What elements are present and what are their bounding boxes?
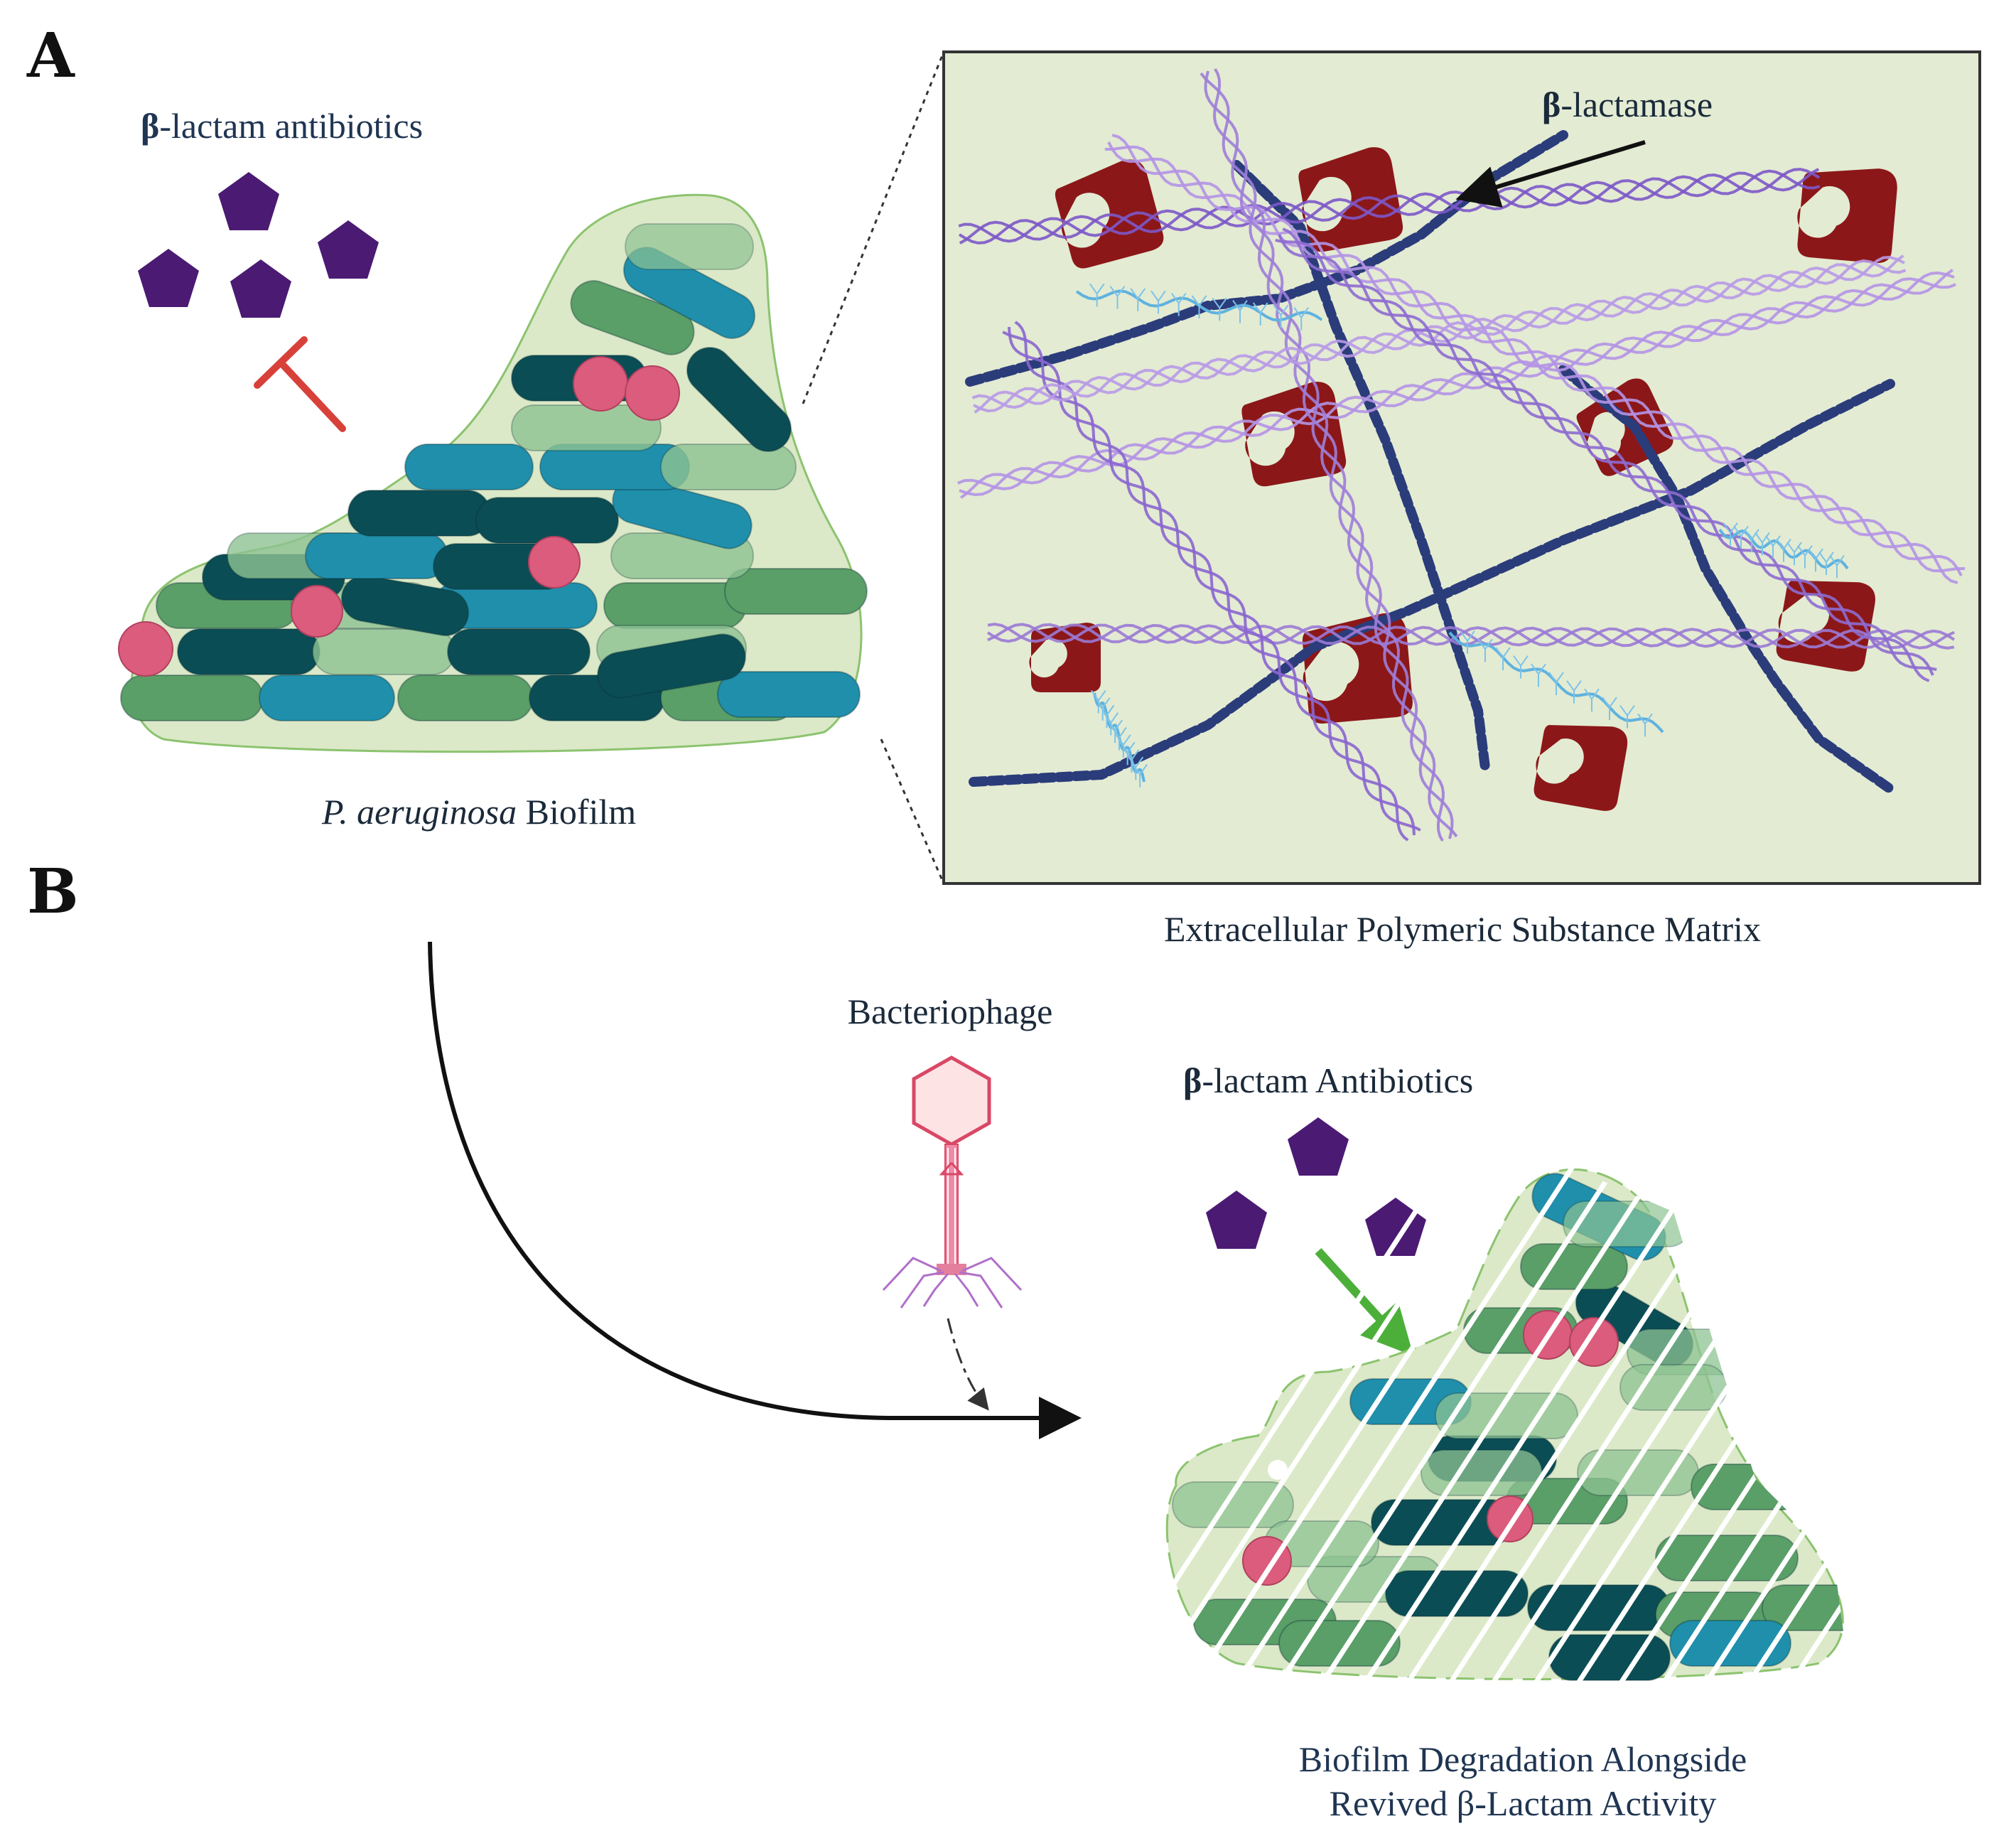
beta-lactamase-label-text: -lactamase [1560,85,1713,124]
bacterium-coccus [291,585,343,638]
antibiotic-molecules-b [1206,1117,1426,1256]
bacterium-rod [1548,1634,1671,1681]
degradation-stripe [1732,1151,1848,1685]
lipid-strand [1718,522,1849,579]
enzyme-pointer-arrow [1455,140,1646,208]
biofilm-caption-a: P. aeruginosa Biofilm [322,794,636,829]
bacterium-coccus [1569,1317,1619,1367]
result-caption-line1: Biofilm Degradation Alongside [1298,1739,1747,1779]
bacterium-rod [340,574,470,637]
phage-to-arrow-connector [947,1318,989,1411]
antibiotics-label-a: β-lactam antibiotics [141,108,423,144]
degradation-stripe [1348,1151,1722,1685]
treatment-arrow [428,941,1082,1439]
bacterium-rod [1655,1535,1799,1581]
antibiotic-molecule [230,259,291,318]
beta-symbol-enzyme: β [1542,85,1561,124]
beta-lactamase-enzyme [1533,724,1628,811]
bacterium-rod [612,477,753,549]
bacterium-coccus [118,621,173,677]
bacterium-coccus [528,536,581,589]
bacterium-rod [724,568,868,615]
species-name: P. aeruginosa [322,792,517,832]
bacterium-rod [475,497,619,544]
bacterium-rod [259,675,395,721]
eps-matrix-caption: Extracellular Polymeric Substance Matrix [1163,909,1762,949]
bacteriophage-label: Bacteriophage [847,992,1053,1031]
antibiotic-molecule [1288,1117,1349,1176]
lipid-strand [1448,630,1664,737]
degradation-stripe [1774,1151,1848,1685]
bacterium-rod [686,346,792,453]
antibiotic-molecule [1206,1191,1267,1249]
bacteriophage-icon [882,1055,1023,1309]
bacterium-rod [305,532,448,579]
biofilm-hole [1268,1460,1288,1480]
bacterium-rod [404,444,534,490]
bacterium-rod [120,675,264,721]
bacterium-rod [597,633,746,699]
degradation-stripe [1220,1151,1594,1685]
degradation-stripe [1263,1151,1637,1685]
beta-lactamase-enzyme [1055,159,1164,269]
bacterium-rod [177,628,320,675]
beta-symbol-b: β [1183,1060,1202,1100]
bacterium-coccus [573,356,628,412]
degradation-stripe [1177,1151,1551,1685]
beta-symbol: β [141,106,160,146]
antibiotic-molecules-a [138,172,379,318]
antibiotic-molecule [318,220,379,279]
bacterium-rod [312,628,456,675]
antibiotics-label-b-text: -lactam Antibiotics [1202,1060,1474,1100]
bacterium-rod [717,671,861,718]
degradation-stripe [1689,1151,1848,1685]
eps-matrix-content [957,68,1966,842]
beta-lactamase-enzyme [1797,168,1897,264]
edna-strand [969,379,1895,787]
biofilm-a-bacteria [118,223,868,721]
polysaccharide-strand [1002,321,1421,842]
bacterium-rod [625,223,754,270]
degradation-stripe [1151,1151,1509,1685]
bacterium-rod [660,444,797,490]
bacterium-rod [1421,1449,1543,1496]
bacterium-rod [1278,1620,1401,1667]
bacterium-rod [1520,1243,1628,1290]
bacterium-rod [447,628,591,675]
inhibition-symbol [254,336,346,432]
zoom-line-top [802,51,945,404]
bacterium-rod [347,490,491,537]
bacterium-rod [397,675,534,721]
polysaccharide-strand [1275,227,1937,682]
bacterium-rod [622,247,756,339]
bacterium-rod [1527,1584,1671,1631]
degradation-stripe [1305,1151,1679,1685]
antibiotic-molecule [138,249,199,307]
antibiotic-molecule [1365,1198,1426,1256]
biofilm-caption-a-text: Biofilm [525,792,637,832]
antibiotics-label-b: β-lactam Antibiotics [1183,1063,1473,1098]
beta-lactamase-enzyme [1776,580,1875,672]
beta-lactamase-enzyme [1298,147,1403,252]
bacterium-rod [1385,1570,1529,1617]
bacterium-rod [570,280,695,355]
polysaccharide-strand [1200,68,1458,842]
lipid-strand [1091,689,1148,788]
bacterium-coccus [625,365,680,421]
antibiotics-label-a-text: -lactam antibiotics [159,106,424,146]
bacterium-rod [1435,1392,1578,1439]
beta-lactamase-label: β-lactamase [1542,87,1713,122]
panel-b-letter: B [27,856,79,928]
panel-a-letter: A [27,20,75,92]
edna-strand [1558,365,1895,794]
zoom-line-bottom [880,738,945,884]
result-caption-line2: Revived β-Lactam Activity [1329,1783,1717,1823]
antibiotic-molecule [218,172,279,230]
bacterium-rod [1563,1200,1692,1247]
polysaccharide-strand [958,168,1821,245]
lipid-strand [1075,283,1323,331]
